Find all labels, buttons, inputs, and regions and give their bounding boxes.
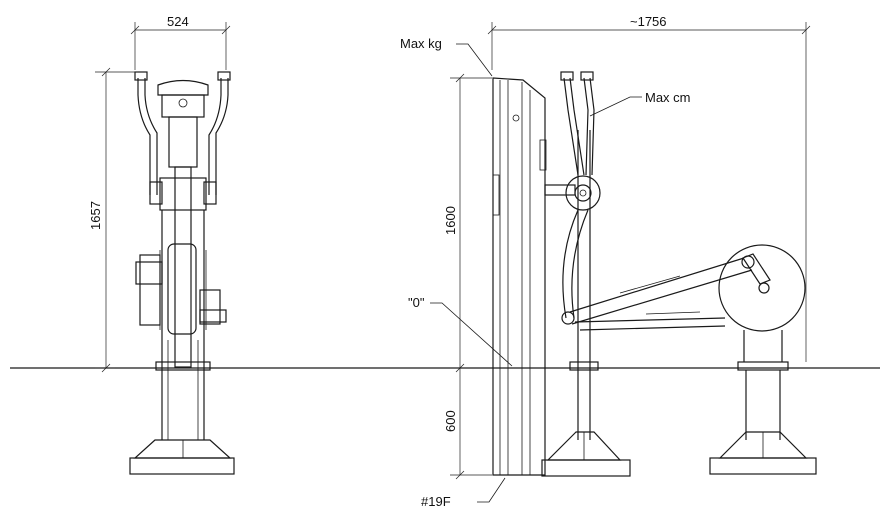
dim-below-ground: 600 — [443, 410, 458, 432]
label-zero: "0" — [408, 295, 425, 310]
side-dimensions: ~1756 1600 600 — [443, 14, 811, 480]
dim-above-ground: 1600 — [443, 206, 458, 235]
front-dimensions: 524 1657 — [88, 14, 231, 373]
label-max-kg: Max kg — [400, 36, 442, 51]
dim-front-width: 524 — [167, 14, 189, 29]
front-view — [129, 71, 235, 475]
dim-total-height: 1657 — [88, 201, 103, 230]
callouts: Max kg Max cm "0" #19F — [400, 36, 691, 509]
side-view — [492, 71, 817, 477]
dim-length: ~1756 — [630, 14, 667, 29]
label-max-cm: Max cm — [645, 90, 691, 105]
label-part-number: #19F — [421, 494, 451, 509]
